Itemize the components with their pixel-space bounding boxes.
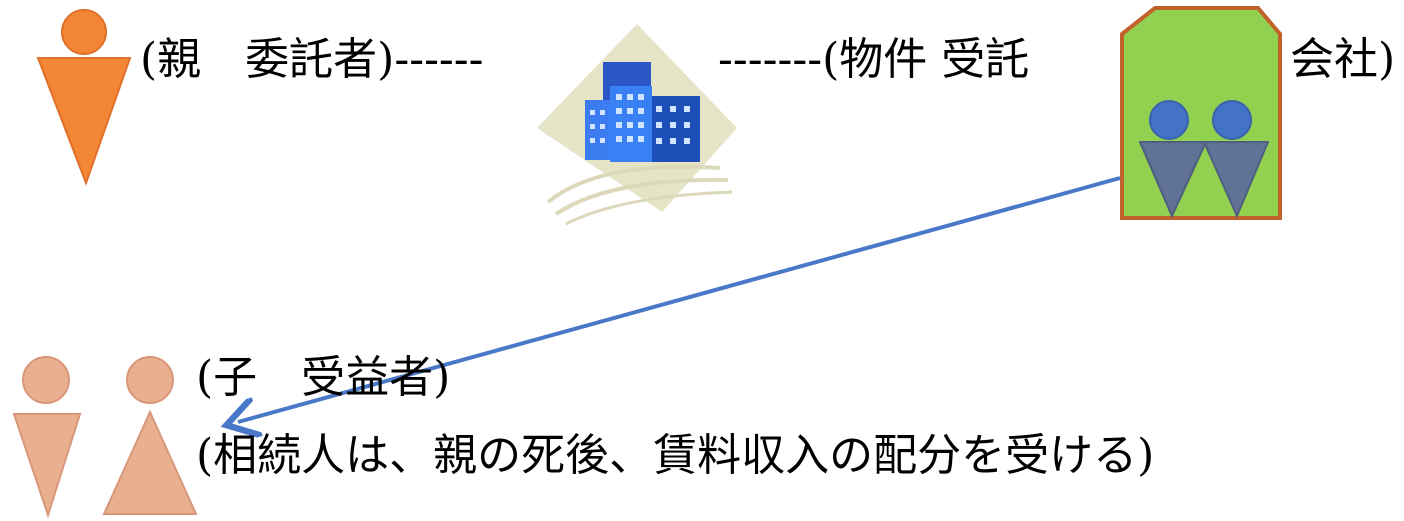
trustee-label-right: 会社) <box>1290 34 1396 85</box>
trustee-label-left: -------(物件 受託 <box>718 34 1030 85</box>
distribution-arrow <box>238 176 1121 422</box>
beneficiary-note: (相続人は、親の死後、賃料収入の配分を受ける) <box>196 430 1155 481</box>
settlor-person-icon <box>36 9 132 186</box>
company-people-icon <box>1120 6 1282 220</box>
beneficiary-label: (子 受益者) <box>196 352 451 403</box>
settlor-label: (親 委託者)------ <box>140 34 484 85</box>
beneficiary-persons-icon <box>12 356 198 519</box>
building-icon <box>537 24 737 226</box>
